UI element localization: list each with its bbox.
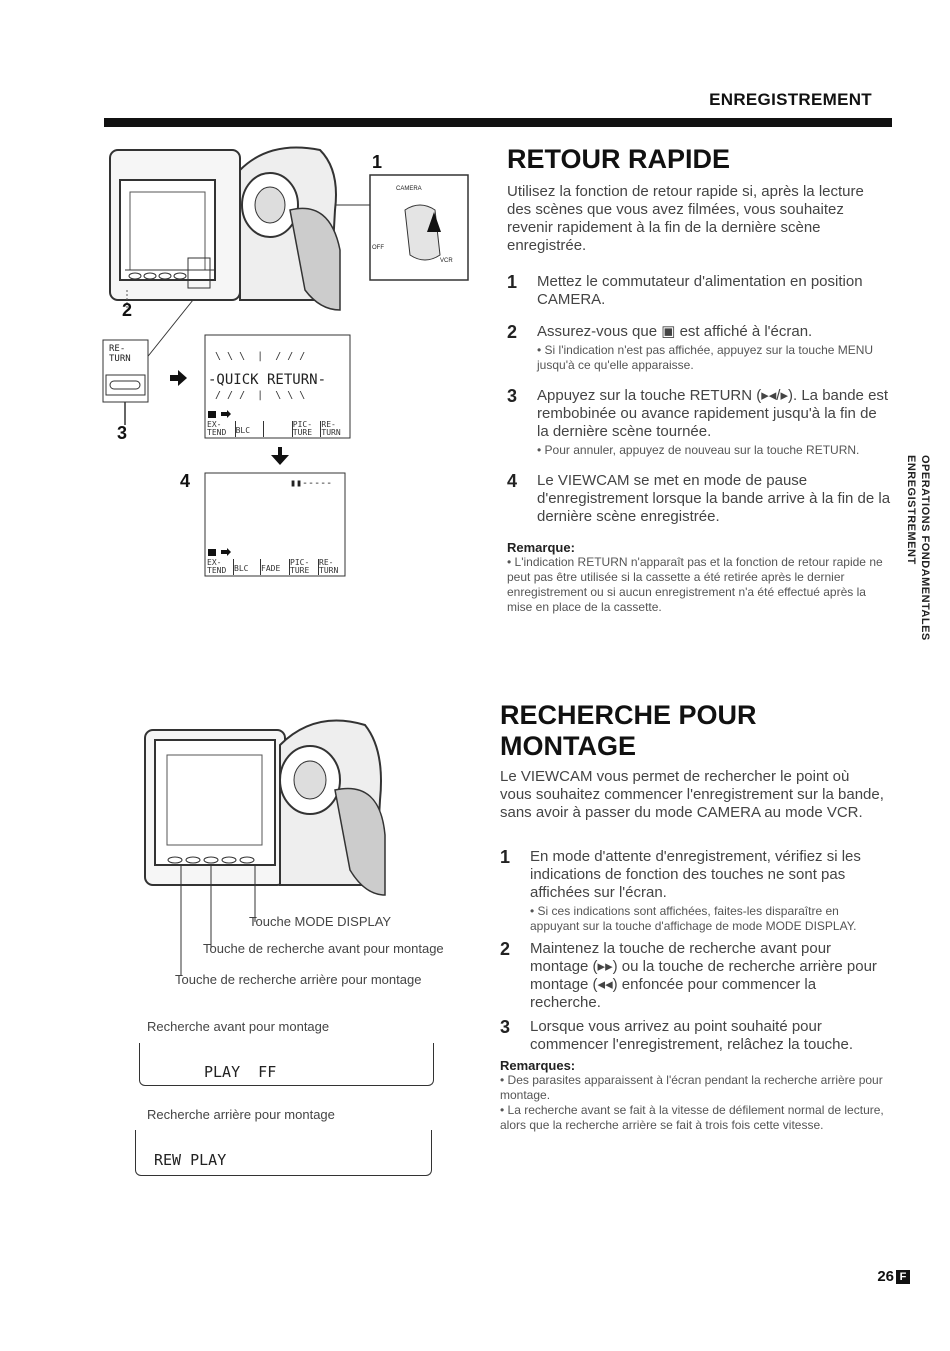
step-number: 1 (500, 847, 511, 867)
step-number: 2 (507, 322, 518, 342)
section-recherche-montage: RECHERCHE POUR MONTAGE Le VIEWCAM vous p… (500, 700, 885, 1133)
screen-btn-blc: BLC (236, 421, 265, 437)
label-mode-display: Touche MODE DISPLAY (249, 914, 392, 929)
screen-btn-return-2: RE-TURN (319, 558, 339, 575)
page-header: ENREGISTREMENT (709, 90, 872, 109)
callout-1: 1 (372, 152, 383, 172)
step-number: 2 (500, 939, 511, 959)
page-number-value: 26 (877, 1268, 894, 1285)
label-forward-search: Touche de recherche avant pour montage (203, 941, 444, 956)
section-retour-rapide: RETOUR RAPIDE Utilisez la fonction de re… (507, 144, 892, 615)
switch-label-off: OFF (372, 245, 384, 251)
screen-counter: ▮▮----- (290, 478, 333, 489)
remark-text: • L'indication RETURN n'apparaît pas et … (507, 555, 883, 614)
section-title-retour-rapide: RETOUR RAPIDE (507, 144, 731, 174)
step-2: 2 Maintenez la touche de recherche avant… (500, 940, 885, 1012)
backward-display-text: REW PLAY (154, 1151, 227, 1169)
step-text: Lorsque vous arrivez au point souhaité p… (530, 1018, 854, 1053)
backward-search-caption: Recherche arrière pour montage (147, 1107, 335, 1122)
camcorder-illustration-2 (144, 719, 386, 910)
screen-btn-picture-2: PIC-TURE (290, 559, 319, 575)
screen-btn-extend: EX-TEND (207, 421, 236, 437)
step-3: 3 Lorsque vous arrivez au point souhaité… (500, 1018, 885, 1054)
section-title-recherche-montage: RECHERCHE POUR MONTAGE (500, 700, 757, 761)
remark-item: • La recherche avant se fait à la vitess… (500, 1103, 884, 1132)
callout-lines (180, 910, 256, 975)
screen-btn-empty (264, 421, 293, 437)
figure-recherche-montage: Touche MODE DISPLAY Touche de recherche … (135, 700, 485, 1000)
step-number: 3 (507, 386, 518, 406)
callout-4: 4 (180, 471, 191, 491)
step-note: • Si ces indications sont affichées, fai… (530, 904, 857, 933)
step-text: Mettez le commutateur d'alimentation en … (537, 273, 863, 308)
screen-btn-return: RE-TURN (321, 420, 341, 437)
step-number: 1 (507, 272, 518, 292)
page-number: 26 F (877, 1268, 910, 1285)
forward-search-display: PLAY FF (139, 1043, 434, 1086)
backward-search-display: REW PLAY (135, 1130, 432, 1176)
side-tab-line1: OPERATIONS FONDAMENTALES (919, 455, 931, 641)
return-button-label: RE- TURN (109, 344, 131, 364)
step-text: Assurez-vous que ▣ est affiché à l'écran… (537, 323, 813, 340)
screen-rays-bottom: / / / | \ \ \ (215, 390, 306, 401)
figure-retour-rapide: 1 2 3 4 CAMERA OFF VCR RE- TURN \ \ \ | … (90, 140, 480, 590)
camcorder-illustration-1 (102, 146, 469, 577)
side-tab: OPERATIONS FONDAMENTALES ENREGISTREMENT (905, 455, 935, 645)
step-note: • Si l'indication n'est pas affichée, ap… (537, 343, 874, 372)
step-2: 2 Assurez-vous que ▣ est affiché à l'écr… (507, 323, 892, 373)
callout-3: 3 (117, 423, 128, 443)
step-number: 3 (500, 1017, 511, 1037)
screen-btn-extend-2: EX-TEND (207, 559, 234, 575)
remark-item: • Des parasites apparaissent à l'écran p… (500, 1073, 883, 1102)
step-text: En mode d'attente d'enregistrement, véri… (530, 848, 861, 901)
header-rule (104, 118, 892, 127)
forward-search-caption: Recherche avant pour montage (147, 1019, 330, 1034)
screen-btn-fade: FADE (261, 559, 290, 575)
switch-label-vcr: VCR (440, 258, 453, 264)
screen-btn-picture: PIC-TURE (293, 421, 322, 437)
callout-2: 2 (122, 300, 133, 320)
step-1: 1 En mode d'attente d'enregistrement, vé… (500, 848, 885, 934)
label-backward-search: Touche de recherche arrière pour montage (175, 972, 422, 987)
step-3: 3 Appuyez sur la touche RETURN (▸◂/▸). L… (507, 387, 892, 458)
screen-quick-return: -QUICK RETURN- (208, 372, 327, 388)
intro-retour-rapide: Utilisez la fonction de retour rapide si… (507, 183, 864, 254)
step-number: 4 (507, 471, 518, 491)
side-tab-line2: ENREGISTREMENT (905, 455, 917, 565)
screen-button-bar-2: EX-TEND BLC FADE PIC-TURE RE-TURN (207, 559, 345, 575)
step-text: Maintenez la touche de recherche avant p… (530, 940, 877, 1011)
forward-display-text: PLAY FF (204, 1063, 277, 1081)
step-note: • Pour annuler, appuyez de nouveau sur l… (537, 443, 860, 457)
screen-btn-blc-2: BLC (234, 559, 261, 575)
switch-label-camera: CAMERA (396, 186, 422, 192)
remark-title: Remarque: (507, 540, 575, 555)
screen-rays-top: \ \ \ | / / / (215, 351, 306, 362)
step-text: Le VIEWCAM se met en mode de pause d'enr… (537, 472, 891, 525)
step-text: Appuyez sur la touche RETURN (▸◂/▸). La … (537, 387, 889, 440)
language-badge: F (896, 1269, 910, 1284)
step-1: 1 Mettez le commutateur d'alimentation e… (507, 273, 892, 309)
screen-button-bar-1: EX-TEND BLC PIC-TURE RE-TURN (207, 421, 347, 437)
step-4: 4 Le VIEWCAM se met en mode de pause d'e… (507, 472, 892, 526)
remarks-title: Remarques: (500, 1058, 576, 1073)
intro-recherche-montage: Le VIEWCAM vous permet de rechercher le … (500, 768, 884, 821)
